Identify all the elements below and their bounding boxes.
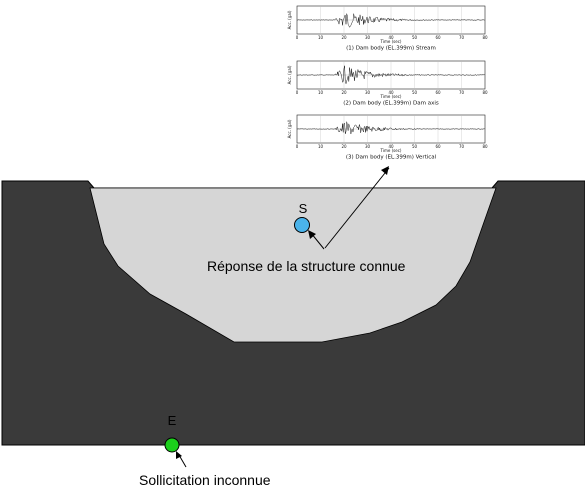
response-arrowhead-sensor [308,230,316,239]
seismogram-tick-label: 70 [459,90,465,95]
seismogram-tick-label: 70 [459,144,465,149]
seismogram-caption: (3) Dam body (EL.399m) Vertical [346,155,437,161]
seismogram-tick-label: 10 [318,90,324,95]
response-arrow-up [324,167,390,249]
seismogram-trace [296,121,485,135]
seismogram-tick-label: 10 [318,144,324,149]
seismogram-tick-label: 20 [341,35,347,40]
seismogram-tick-label: 80 [482,35,488,40]
seismogram-tick-label: 70 [459,35,465,40]
seismogram-trace [296,65,485,85]
seismogram-tick-label: 60 [435,35,441,40]
seismogram-tick-label: 60 [435,144,441,149]
seismogram-tick-label: 30 [365,90,371,95]
sensor-e-label: E [168,413,177,428]
seismogram-tick-label: 10 [318,35,324,40]
seismogram-tick-label: 30 [365,35,371,40]
response-label: Réponse de la structure connue [207,258,406,274]
seismogram-tick-label: 80 [482,144,488,149]
seismogram-tick-label: 40 [388,144,394,149]
seismogram-xlabel: Time (sec) [380,94,402,99]
seismogram-xlabel: Time (sec) [380,148,402,153]
seismogram-ylabel: Acc. (gal) [287,10,292,29]
dam-body [89,187,497,343]
sensor-s-label: S [299,201,308,216]
excitation-arrow [178,454,187,468]
seismogram-tick-label: 20 [341,144,347,149]
seismogram-tick-label: 0 [296,35,299,40]
seismogram-caption: (2) Dam body (EL.399m) Dam axis [343,101,439,107]
seismogram-tick-label: 50 [412,35,418,40]
sensor-e-node[interactable] [164,437,180,453]
seismogram-tick-label: 80 [482,90,488,95]
seismogram-ylabel: Acc. (gal) [287,65,292,84]
seismogram-caption: (1) Dam body (EL.399m) Stream [346,46,436,52]
seismogram-tick-label: 0 [296,90,299,95]
seismogram-trace [296,13,485,28]
seismogram-tick-label: 60 [435,90,441,95]
seismogram-tick-label: 50 [412,90,418,95]
excitation-label: Sollicitation inconnue [139,472,271,488]
seismogram-ylabel: Acc. (gal) [287,119,292,138]
excitation-arrowhead [176,451,182,459]
seismogram-tick-label: 20 [341,90,347,95]
sensor-s-node[interactable] [294,217,310,233]
seismogram-tick-label: 0 [296,144,299,149]
seismogram-tick-label: 50 [412,144,418,149]
seismogram-tick-label: 40 [388,35,394,40]
seismogram-xlabel: Time (sec) [380,39,402,44]
seismogram-tick-label: 40 [388,90,394,95]
response-arrowhead-up [381,166,389,175]
seismogram-tick-label: 30 [365,144,371,149]
